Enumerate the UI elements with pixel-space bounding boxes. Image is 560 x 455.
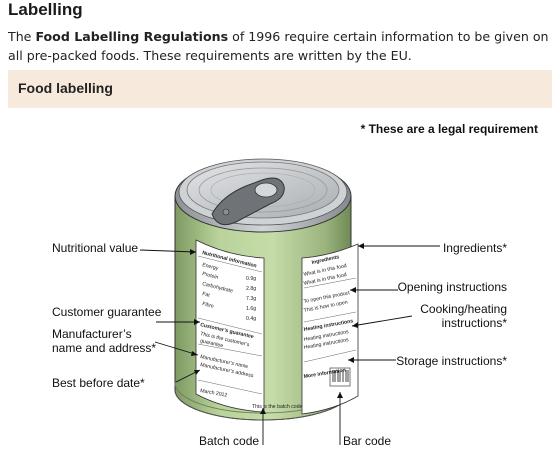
label-manufacturer-line2: name and address*: [52, 341, 157, 355]
label-batch-code: Batch code: [199, 434, 260, 448]
label-cooking-line2: instructions*: [441, 316, 507, 330]
legal-requirement-note: * These are a legal requirement: [360, 122, 538, 136]
label-cooking-line1: Cooking/heating: [420, 302, 507, 316]
can-date: March 2012: [200, 388, 228, 399]
leader-manufacturer: [154, 341, 199, 356]
can-protein: Protein: [202, 271, 220, 281]
intro-bold-term: Food Labelling Regulations: [35, 29, 229, 44]
label-storage-instructions: Storage instructions*: [396, 354, 507, 368]
barcode-icon: [332, 370, 349, 382]
can-value-3: 7.3g: [246, 296, 256, 302]
intro-suffix: of 1996 require certain information to b…: [8, 29, 549, 63]
leader-nutritional-value: [139, 249, 197, 253]
can-value-2: 2.8g: [246, 286, 256, 292]
can-ingredients-title: Ingredients: [311, 254, 340, 266]
can-value-4: 1.6g: [246, 306, 256, 312]
leader-cooking: [351, 315, 413, 327]
can-guarantee-line2: guarantee: [200, 338, 224, 349]
label-ingredients: Ingredients*: [442, 241, 507, 255]
can-value-5: 0.4g: [246, 316, 256, 322]
can-fibre: Fibre: [202, 301, 215, 310]
section-title: Food labelling: [18, 80, 113, 96]
label-bar-code: Bar code: [343, 434, 392, 448]
label-manufacturer-line1: Manufacturer’s: [52, 327, 132, 341]
label-customer-guarantee: Customer guarantee: [52, 305, 162, 319]
section-banner: Food labelling: [8, 70, 552, 108]
can-value-1: 0.9g: [246, 276, 256, 282]
intro-paragraph: The Food Labelling Regulations of 1996 r…: [8, 27, 556, 65]
ring-pull-icon: [211, 177, 285, 226]
leader-arrowheads: [190, 243, 364, 414]
label-best-before-date: Best before date*: [52, 376, 145, 390]
can-energy: Energy: [202, 262, 220, 272]
can-label-right-panel: [301, 243, 359, 415]
label-nutritional-value: Nutritional value: [52, 241, 139, 255]
intro-prefix: The: [8, 29, 36, 44]
label-opening-instructions: Opening instructions: [397, 280, 507, 294]
can-batch-code-text: This is the batch code: [252, 404, 303, 410]
leader-lines: [139, 245, 440, 445]
page-title: Labelling: [8, 0, 83, 19]
can-fat: Fat: [202, 291, 211, 299]
